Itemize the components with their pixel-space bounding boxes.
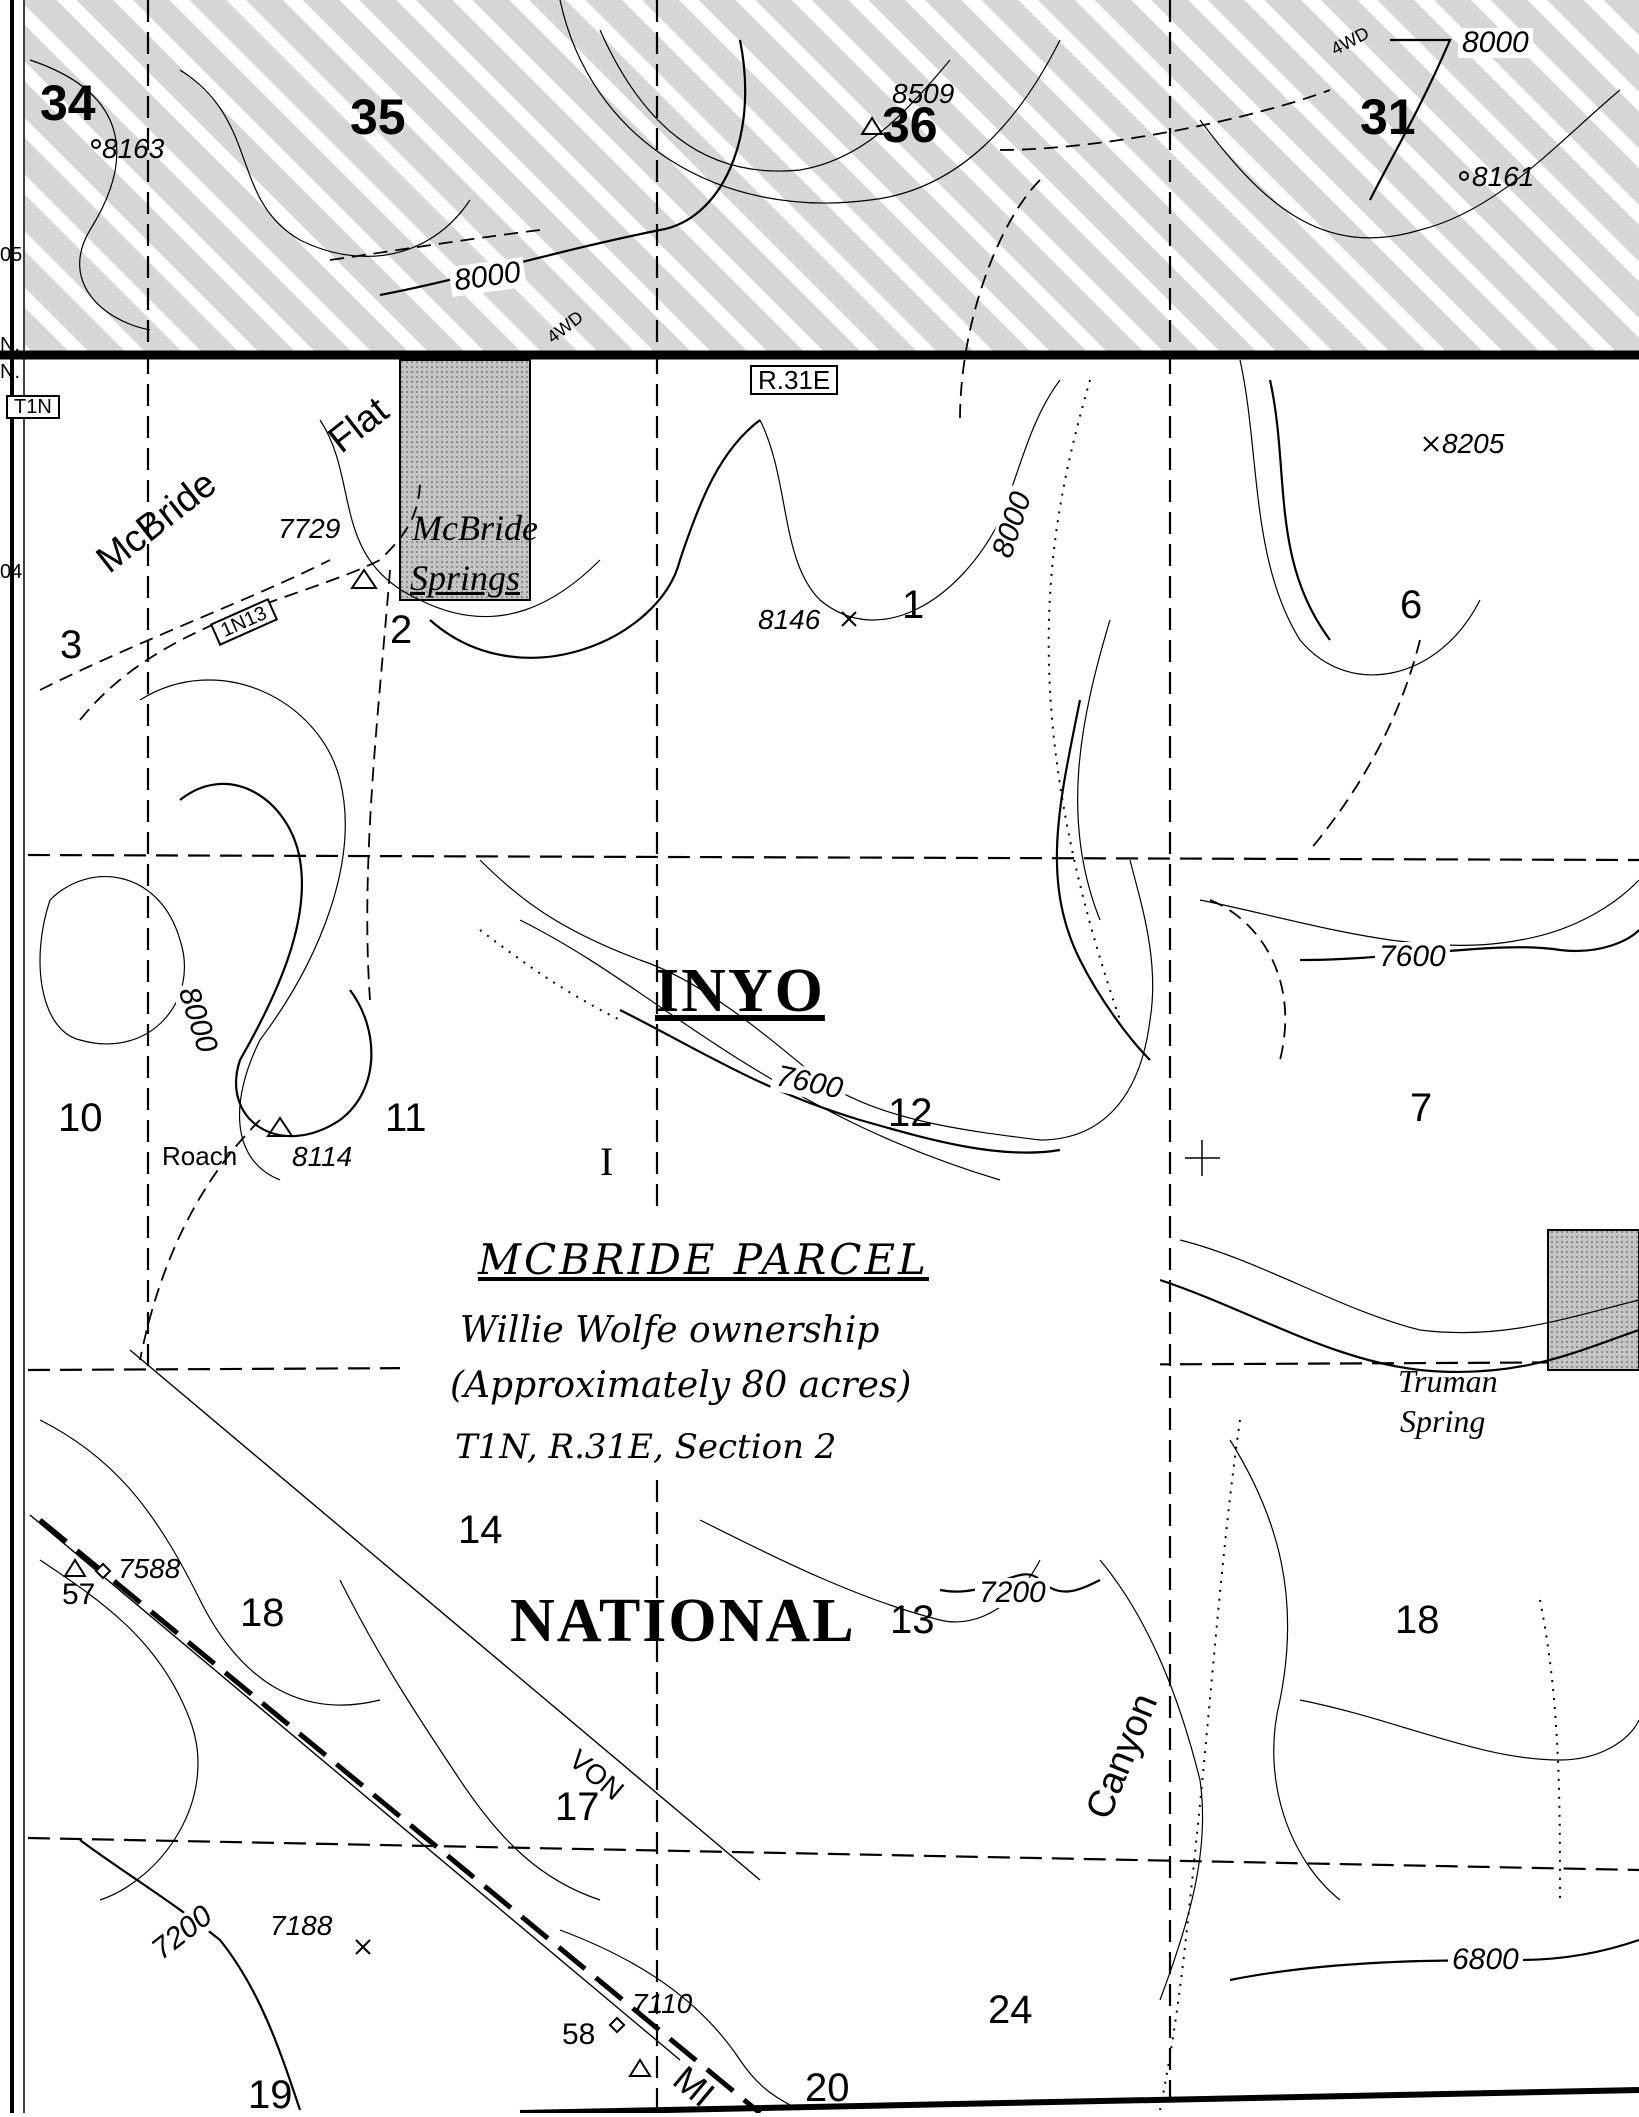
elevation-8205: 8205 (1442, 428, 1505, 459)
section-19: 19 (248, 2073, 293, 2117)
section-3: 3 (60, 623, 83, 667)
spot-markers (91, 139, 1469, 2034)
elevation-7188: 7188 (270, 1910, 333, 1941)
benchmark-58: 58 (562, 2018, 596, 2051)
annotation-owner: Willie Wolfe ownership (460, 1310, 880, 1351)
elevation-8161: 8161 (1472, 161, 1535, 192)
hatched-wilderness-area (25, 0, 1639, 355)
place-roach: Roach (162, 1141, 238, 1171)
elevation-7729: 7729 (278, 513, 341, 544)
section-roman-i: I (600, 1139, 614, 1184)
edge-n-1: N. (0, 334, 20, 356)
place-truman-spring-a: Truman (1398, 1363, 1498, 1399)
section-17: 17 (555, 1785, 600, 1829)
place-truman-spring-b: Spring (1400, 1403, 1486, 1439)
section-1: 1 (902, 583, 925, 627)
forest-name-national: NATIONAL (510, 1587, 856, 1655)
elevation-8146: 8146 (758, 604, 821, 635)
elevation-8114: 8114 (292, 1141, 353, 1172)
section-13: 13 (890, 1598, 935, 1642)
section-31: 31 (1360, 89, 1416, 145)
place-mcbride-springs-a: McBride (412, 508, 538, 548)
edge-05: 05 (0, 244, 23, 266)
section-11: 11 (385, 1096, 427, 1140)
elevation-8163: 8163 (102, 133, 165, 164)
range-label: R.31E (750, 365, 839, 395)
contour-label-7200-mid: 7200 (975, 1578, 1050, 1608)
section-7: 7 (1410, 1086, 1433, 1130)
contour-label-7600-right: 7600 (1375, 942, 1450, 972)
contour-lines (29, 0, 1639, 2111)
section-14: 14 (458, 1508, 503, 1552)
annotation-location: T1N, R.31E, Section 2 (455, 1427, 837, 1467)
section-18-left: 18 (240, 1591, 285, 1635)
section-36: 36 (882, 97, 938, 153)
elevation-7588: 7588 (118, 1553, 181, 1584)
elevation-8509: 8509 (892, 78, 955, 109)
section-34: 34 (40, 75, 96, 131)
section-2: 2 (390, 608, 413, 652)
benchmark-triangles (63, 116, 884, 2077)
section-18-right: 18 (1395, 1598, 1440, 1642)
section-10: 10 (58, 1096, 103, 1140)
annotation-title: MCBRIDE PARCEL (478, 1235, 929, 1284)
stream-lines (479, 379, 1561, 2111)
annotation-acreage: (Approximately 80 acres) (450, 1365, 912, 1406)
truman-parcel-shading (1547, 1229, 1639, 1371)
edge-n-2: N. (0, 361, 20, 383)
section-12: 12 (888, 1091, 933, 1135)
elevation-7110: 7110 (632, 1988, 693, 2019)
edge-04: 04 (0, 561, 23, 583)
section-24: 24 (988, 1988, 1033, 2032)
map-bottom-boundary (519, 2087, 1639, 2113)
contour-label-6800: 6800 (1448, 1945, 1523, 1975)
section-35: 35 (350, 89, 406, 145)
benchmark-57: 57 (62, 1578, 96, 1611)
forest-name-inyo: INYO (655, 957, 825, 1025)
section-20: 20 (805, 2066, 850, 2110)
parcel-annotation: MCBRIDE PARCEL Willie Wolfe ownership (A… (400, 1215, 1160, 1480)
mcbride-parcel-shading (399, 359, 531, 601)
place-mcbride-springs-b: Springs (410, 558, 521, 598)
highway-line (38, 1518, 762, 2113)
contour-label-8000-top-right: 8000 (1458, 28, 1533, 58)
trails (39, 89, 1421, 1361)
township-label: T1N (6, 395, 60, 419)
section-6: 6 (1400, 583, 1423, 627)
